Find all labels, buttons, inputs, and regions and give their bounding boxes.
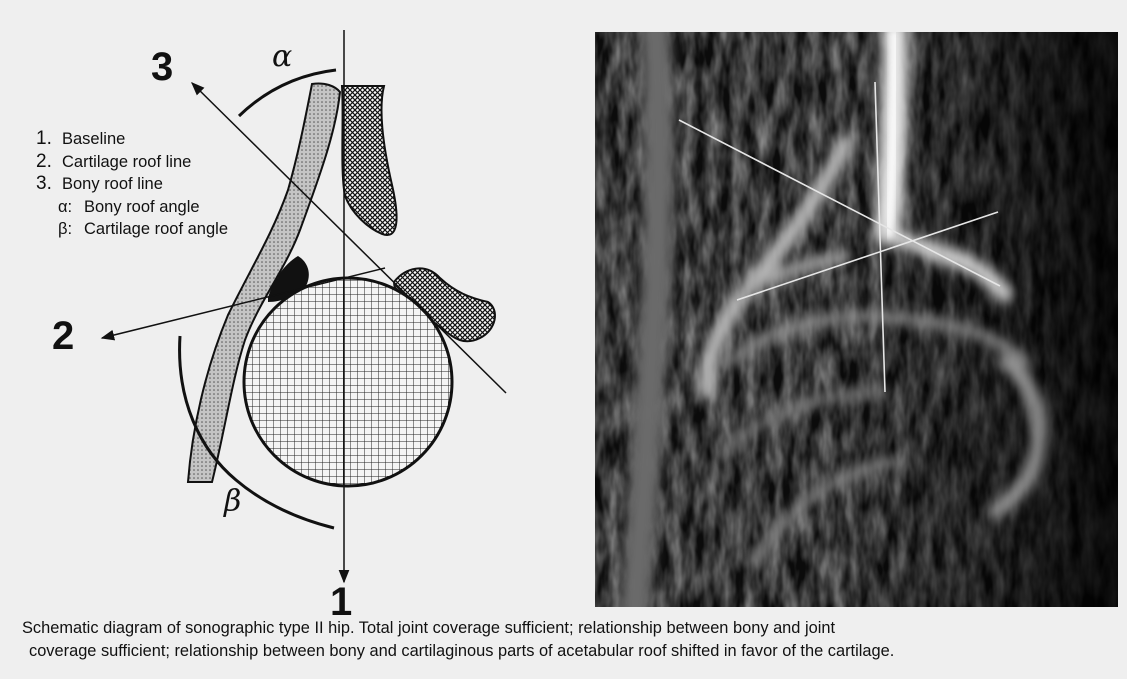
ultrasound-image — [595, 32, 1118, 607]
legend-item-baseline: 1.Baseline — [36, 128, 228, 151]
caption-line-2: coverage sufficient; relationship betwee… — [22, 640, 1122, 663]
label-alpha: α — [272, 42, 292, 72]
label-line-2: 2 — [52, 316, 74, 356]
label-beta: β — [224, 487, 241, 517]
label-line-1: 1 — [330, 582, 352, 622]
figure-caption: Schematic diagram of sonographic type II… — [22, 617, 1122, 663]
legend-item-bony-roof-angle: α:Bony roof angle — [36, 196, 228, 219]
caption-line-1: Schematic diagram of sonographic type II… — [22, 617, 1122, 640]
legend-item-bony-roof-line: 3.Bony roof line — [36, 173, 228, 196]
legend-item-cartilage-roof-line: 2.Cartilage roof line — [36, 151, 228, 174]
bony-roof — [342, 86, 397, 235]
label-line-3: 3 — [151, 47, 173, 87]
legend: 1.Baseline 2.Cartilage roof line 3.Bony … — [36, 128, 228, 241]
legend-item-cartilage-roof-angle: β:Cartilage roof angle — [36, 218, 228, 241]
